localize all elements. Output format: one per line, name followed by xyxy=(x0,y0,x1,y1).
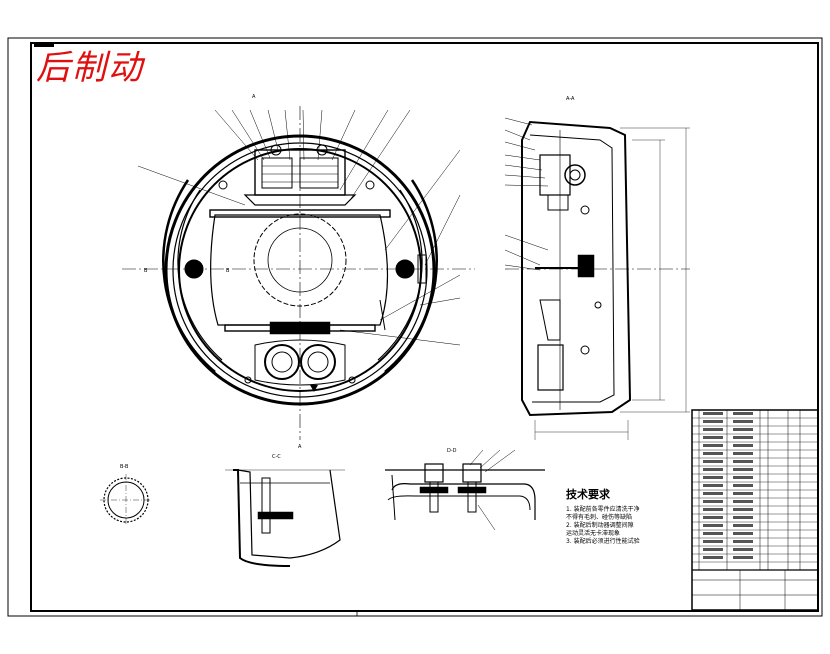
svg-text:A: A xyxy=(298,444,302,450)
parts-list-cell-mark xyxy=(703,556,723,559)
parts-list-cell-mark xyxy=(733,452,753,455)
parts-list-cell-mark xyxy=(733,524,753,527)
parts-list-cell-mark xyxy=(733,532,753,535)
svg-text:B-B: B-B xyxy=(120,464,129,470)
parts-list-cell-mark xyxy=(733,428,753,431)
detail-section-c: C-C xyxy=(225,454,345,567)
parts-list-cell-mark xyxy=(703,412,723,415)
parts-list-cell-mark xyxy=(703,532,723,535)
parts-list-cell-mark xyxy=(733,412,753,415)
detail-section-d: D-D xyxy=(385,448,545,531)
inner-border xyxy=(30,42,819,612)
svg-text:A-A: A-A xyxy=(566,96,575,102)
parts-list-cell-mark xyxy=(733,460,753,463)
svg-text:D-D: D-D xyxy=(447,448,457,454)
tech-req-line: 运动灵活无卡滞现象 xyxy=(566,529,620,537)
parts-list-cell-mark xyxy=(703,484,723,487)
outer-border xyxy=(7,37,823,617)
parts-list-cell-mark xyxy=(733,444,753,447)
parts-list-cell-mark xyxy=(703,548,723,551)
parts-list-cell-mark xyxy=(733,436,753,439)
svg-text:C-C: C-C xyxy=(272,454,281,460)
parts-list-cell-mark xyxy=(703,460,723,463)
parts-list-cell-mark xyxy=(703,492,723,495)
parts-list-cell-mark xyxy=(733,556,753,559)
parts-list-cell-mark xyxy=(733,500,753,503)
parts-list-cell-mark xyxy=(703,444,723,447)
tech-req-line: 2. 装配后制动器调整间隙 xyxy=(566,521,634,529)
parts-list-cell-mark xyxy=(733,548,753,551)
tech-req-line: 3. 装配后必须进行性能试验 xyxy=(566,537,640,545)
parts-list-cell-mark xyxy=(703,516,723,519)
parts-list-cell-mark xyxy=(733,484,753,487)
tech-req-line: 不得有毛刺、碰伤等缺陷 xyxy=(566,513,632,521)
tech-req-line: 1. 装配前各零件应清洗干净 xyxy=(566,505,640,513)
parts-list-cell-mark xyxy=(703,524,723,527)
parts-list-cell-mark xyxy=(733,420,753,423)
parts-list-cell-mark xyxy=(703,436,723,439)
parts-list-cell-mark xyxy=(703,420,723,423)
parts-list-rows xyxy=(692,412,818,563)
parts-list-cell-mark xyxy=(733,468,753,471)
svg-text:B: B xyxy=(226,268,230,274)
parts-list-cell-mark xyxy=(703,468,723,471)
brake-side-section-view: A-A xyxy=(504,96,690,440)
red-stamp-text: 后制动 xyxy=(36,48,144,88)
parts-list-cell-mark xyxy=(733,540,753,543)
parts-list-cell-mark xyxy=(703,428,723,431)
parts-list-cell-mark xyxy=(733,508,753,511)
parts-list-cell-mark xyxy=(733,476,753,479)
parts-list-cell-mark xyxy=(703,540,723,543)
parts-list-cell-mark xyxy=(703,500,723,503)
corner-label-bar xyxy=(34,44,54,47)
parts-list-cell-mark xyxy=(733,516,753,519)
svg-text:B: B xyxy=(144,268,148,274)
brake-front-view: B B A A xyxy=(122,94,475,450)
tech-req-title: 技术要求 xyxy=(566,487,611,501)
parts-list-cell-mark xyxy=(733,492,753,495)
parts-list-cell-mark xyxy=(703,476,723,479)
technical-requirements: 技术要求 1. 装配前各零件应清洗干净 不得有毛刺、碰伤等缺陷 2. 装配后制动… xyxy=(566,487,640,545)
detail-spline-gear: B-B xyxy=(100,464,152,526)
parts-list-cell-mark xyxy=(703,508,723,511)
parts-list-table xyxy=(691,409,819,611)
svg-text:A: A xyxy=(252,94,256,100)
parts-list-cell-mark xyxy=(703,452,723,455)
